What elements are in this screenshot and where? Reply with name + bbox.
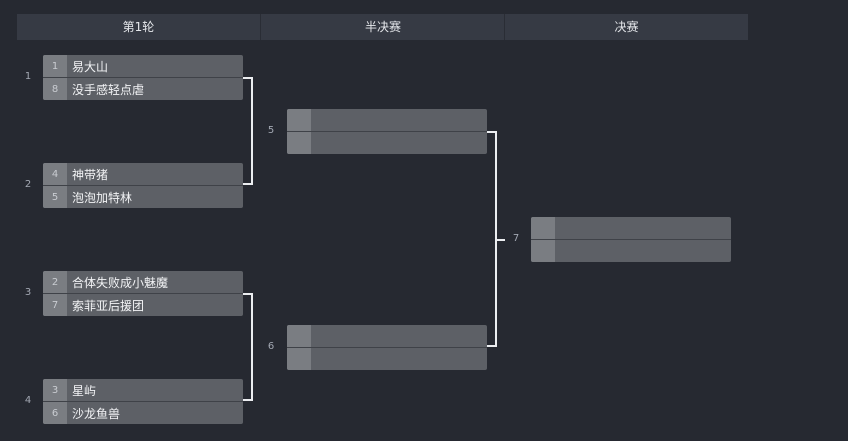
match-5[interactable] bbox=[287, 109, 487, 154]
match-number-5: 5 bbox=[267, 125, 275, 136]
slot-divider bbox=[43, 77, 243, 78]
slot-divider bbox=[287, 347, 487, 348]
slot-divider bbox=[43, 293, 243, 294]
team-name: 星屿 bbox=[72, 383, 97, 398]
match-number-3: 3 bbox=[24, 287, 32, 298]
match-3[interactable]: 2 合体失败成小魅魔 7 索菲亚后援团 bbox=[43, 271, 243, 316]
slot-divider bbox=[531, 239, 731, 240]
match-4[interactable]: 3 星屿 6 沙龙鱼兽 bbox=[43, 379, 243, 424]
bracket-connector-1-2 bbox=[243, 77, 253, 185]
seed-badge: 5 bbox=[43, 186, 67, 208]
team-name: 神带猪 bbox=[72, 167, 109, 182]
seed-badge: 2 bbox=[43, 271, 67, 293]
match-7[interactable] bbox=[531, 217, 731, 262]
seed-badge: 6 bbox=[43, 402, 67, 424]
match-7-slot-bottom[interactable] bbox=[531, 240, 731, 262]
match-7-slot-top[interactable] bbox=[531, 217, 731, 239]
seed-badge: 7 bbox=[43, 294, 67, 316]
match-4-slot-top[interactable]: 3 星屿 bbox=[43, 379, 243, 401]
match-number-7: 7 bbox=[512, 233, 520, 244]
slot-divider bbox=[43, 401, 243, 402]
seed-badge bbox=[287, 325, 311, 347]
bracket-connector-3-4 bbox=[243, 293, 253, 401]
seed-badge bbox=[287, 109, 311, 131]
seed-badge: 4 bbox=[43, 163, 67, 185]
slot-divider bbox=[43, 185, 243, 186]
team-name: 索菲亚后援团 bbox=[72, 298, 145, 313]
match-6-slot-top[interactable] bbox=[287, 325, 487, 347]
match-2-slot-bottom[interactable]: 5 泡泡加特林 bbox=[43, 186, 243, 208]
match-1[interactable]: 1 易大山 8 没手感轻点虐 bbox=[43, 55, 243, 100]
seed-badge bbox=[287, 132, 311, 154]
match-number-2: 2 bbox=[24, 179, 32, 190]
match-number-4: 4 bbox=[24, 395, 32, 406]
match-number-6: 6 bbox=[267, 341, 275, 352]
team-name: 易大山 bbox=[72, 59, 109, 74]
round-header-1: 第1轮 bbox=[17, 14, 260, 40]
team-name: 泡泡加特林 bbox=[72, 190, 133, 205]
seed-badge: 3 bbox=[43, 379, 67, 401]
seed-badge bbox=[531, 240, 555, 262]
match-5-slot-bottom[interactable] bbox=[287, 132, 487, 154]
match-1-slot-top[interactable]: 1 易大山 bbox=[43, 55, 243, 77]
match-2[interactable]: 4 神带猪 5 泡泡加特林 bbox=[43, 163, 243, 208]
match-2-slot-top[interactable]: 4 神带猪 bbox=[43, 163, 243, 185]
round-header-final: 决赛 bbox=[504, 14, 748, 40]
match-5-slot-top[interactable] bbox=[287, 109, 487, 131]
match-3-slot-top[interactable]: 2 合体失败成小魅魔 bbox=[43, 271, 243, 293]
seed-badge bbox=[531, 217, 555, 239]
slot-divider bbox=[287, 131, 487, 132]
match-6[interactable] bbox=[287, 325, 487, 370]
seed-badge: 1 bbox=[43, 55, 67, 77]
match-1-slot-bottom[interactable]: 8 没手感轻点虐 bbox=[43, 78, 243, 100]
match-4-slot-bottom[interactable]: 6 沙龙鱼兽 bbox=[43, 402, 243, 424]
seed-badge: 8 bbox=[43, 78, 67, 100]
team-name: 沙龙鱼兽 bbox=[72, 406, 121, 421]
match-number-1: 1 bbox=[24, 71, 32, 82]
match-6-slot-bottom[interactable] bbox=[287, 348, 487, 370]
round-header-semifinal: 半决赛 bbox=[260, 14, 505, 40]
team-name: 合体失败成小魅魔 bbox=[72, 275, 169, 290]
seed-badge bbox=[287, 348, 311, 370]
bracket-stub-final bbox=[495, 239, 505, 241]
team-name: 没手感轻点虐 bbox=[72, 82, 145, 97]
match-3-slot-bottom[interactable]: 7 索菲亚后援团 bbox=[43, 294, 243, 316]
